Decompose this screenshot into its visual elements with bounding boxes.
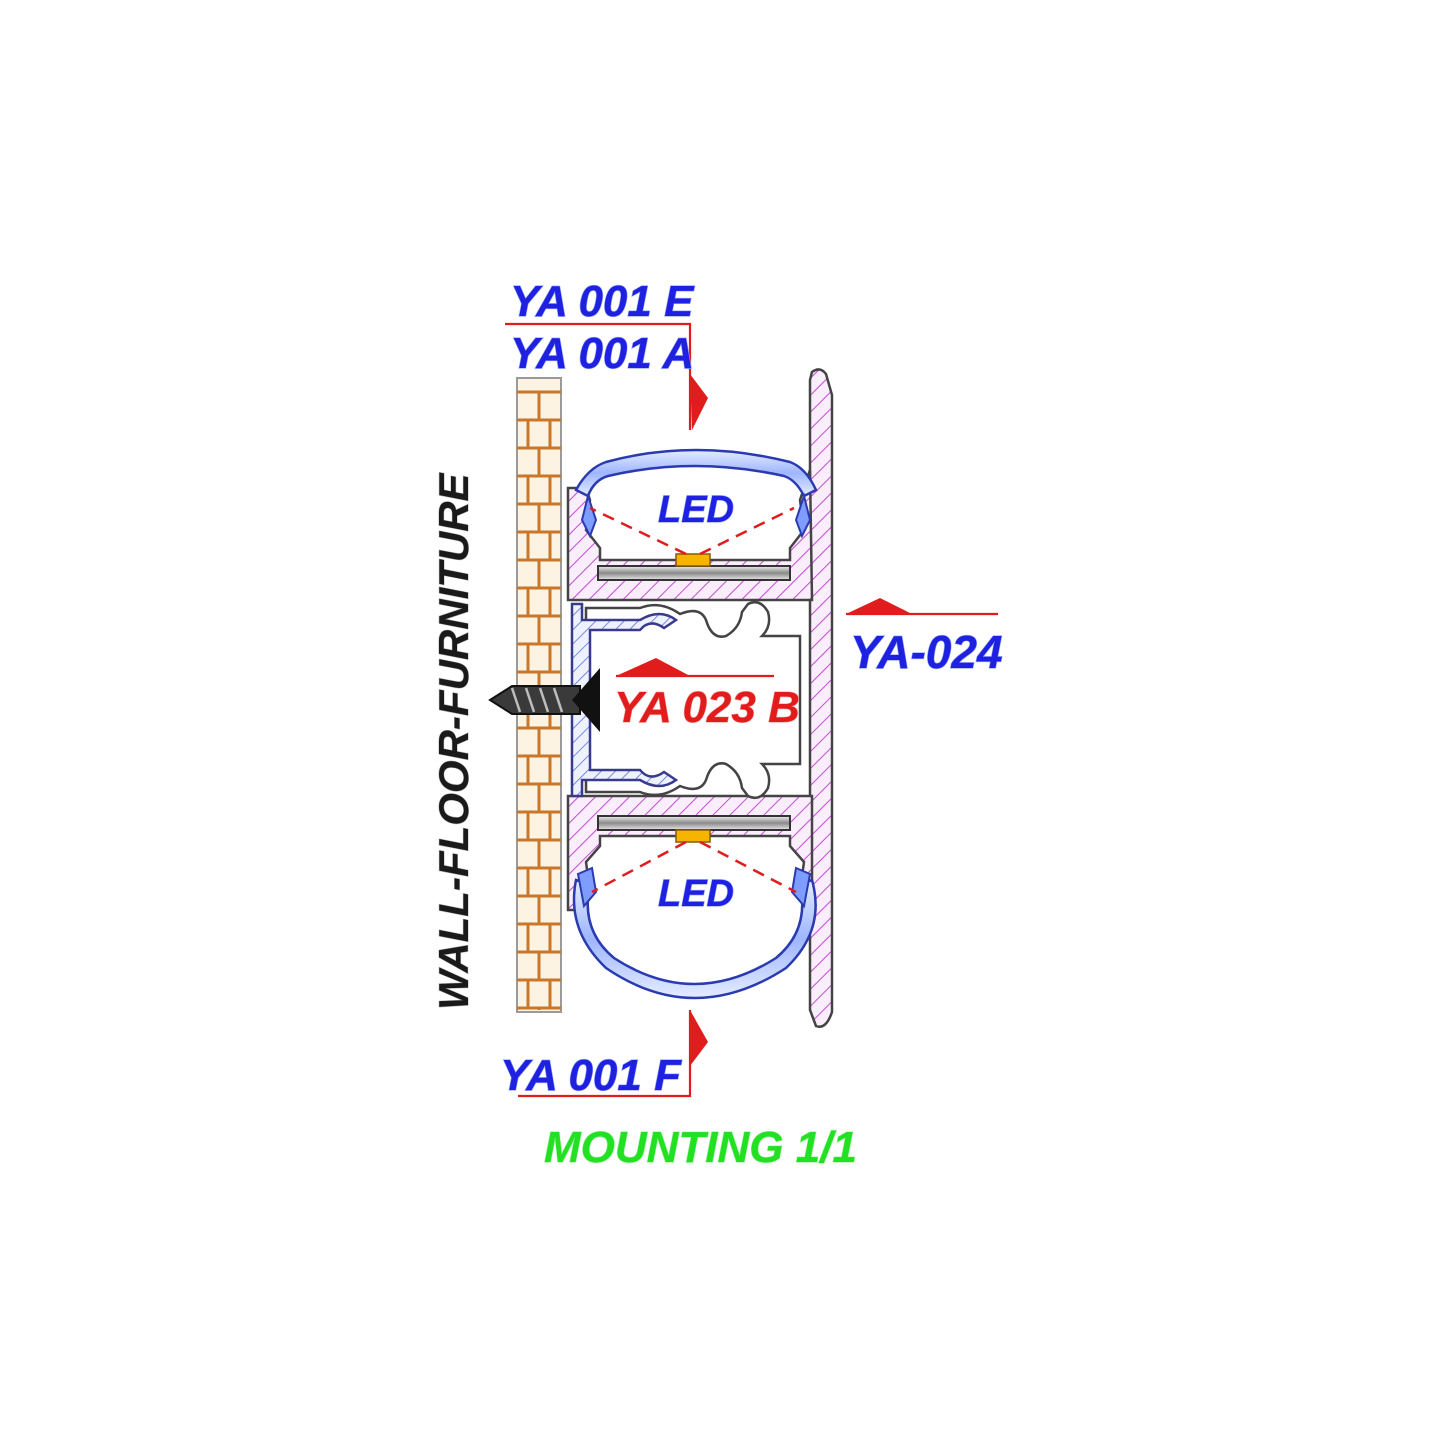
leader-ya-023-b — [616, 658, 774, 678]
led-strip-bottom — [597, 815, 791, 843]
diffuser-top-clip-right — [794, 492, 812, 539]
screw — [488, 668, 600, 732]
label-ya-001-e: YA 001 E — [510, 277, 695, 326]
leader-ya-001-f — [518, 1010, 708, 1098]
led-strip-top — [597, 553, 791, 581]
diffuser-top-clip-left — [580, 492, 598, 539]
diffuser-bottom-clip-left — [576, 866, 598, 909]
led-chip-top — [675, 553, 711, 567]
label-ya-001-a: YA 001 A — [510, 329, 694, 378]
leader-ya-001-e-a — [505, 322, 708, 430]
diffuser-bottom — [572, 878, 817, 1000]
light-beams — [589, 506, 797, 894]
leader-ya-024 — [846, 598, 998, 616]
label-wall-floor-furniture: WALL-FLOOR-FURNITURE — [430, 471, 477, 1010]
led-chip-bottom — [675, 829, 711, 843]
caption-mounting: MOUNTING 1/1 — [544, 1123, 857, 1172]
label-led-bottom: LED — [658, 873, 734, 915]
diffuser-bottom-clip-right — [790, 866, 812, 909]
label-ya-023-b: YA 023 B — [614, 683, 800, 732]
label-ya-001-f: YA 001 F — [500, 1051, 682, 1100]
label-ya-024: YA-024 — [850, 626, 1003, 678]
label-led-top: LED — [658, 489, 734, 531]
